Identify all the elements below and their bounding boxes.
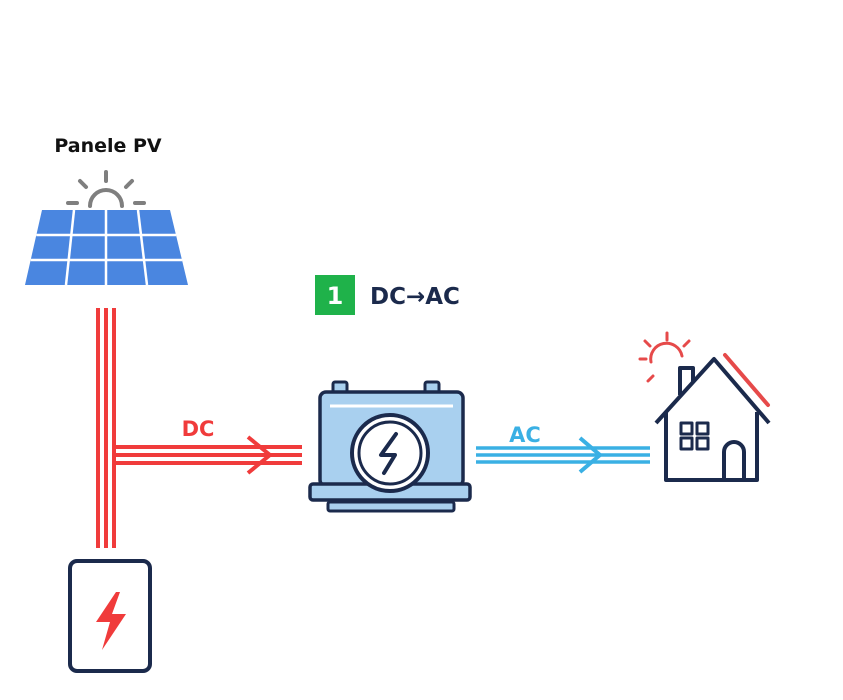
sun-icon <box>66 170 146 208</box>
ac-wiring <box>476 446 650 464</box>
dc-wiring <box>96 308 302 548</box>
solar-panel-icon <box>25 209 188 286</box>
ac-label: AC <box>509 423 541 447</box>
ac-arrow-icon <box>578 436 602 474</box>
battery-icon <box>68 559 152 673</box>
dc-label: DC <box>182 417 215 441</box>
dc-arrow-icon <box>246 435 272 475</box>
inverter-icon <box>308 380 472 513</box>
house-icon <box>654 357 771 482</box>
pv-title: Panele PV <box>54 135 162 157</box>
step-text: DC→AC <box>370 284 460 310</box>
house-sun-icon <box>638 331 691 383</box>
roof-solar-strip <box>723 353 770 407</box>
step-number: 1 <box>327 282 344 310</box>
step-badge: 1 <box>315 275 355 315</box>
